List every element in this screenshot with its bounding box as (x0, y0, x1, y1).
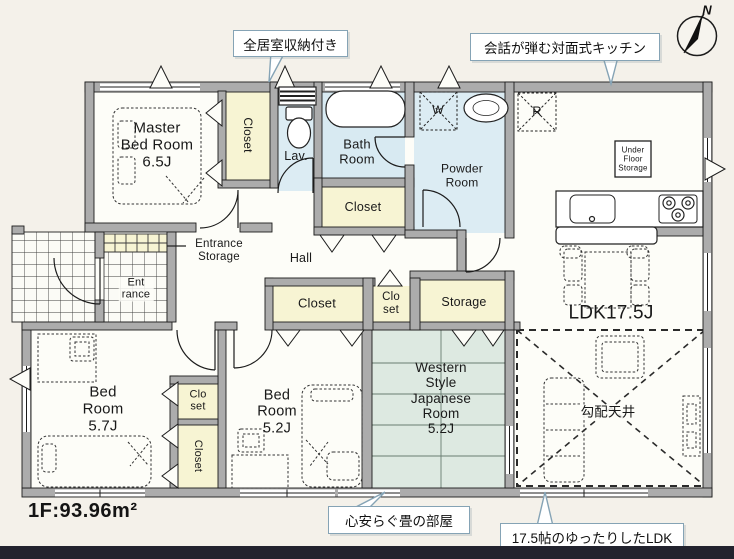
label-closet-mid-small: Clo set (382, 291, 400, 316)
master-bed (112, 107, 202, 205)
kitchen-island (555, 226, 658, 245)
tatami-grid (372, 330, 505, 488)
label-refrigerator: R (532, 103, 542, 119)
doors (53, 136, 501, 371)
callout-open-kitchen: 会話が弾む対面式キッチン (470, 33, 660, 61)
living-set (543, 335, 701, 483)
label-hall: Hall (289, 250, 313, 265)
label-bedroom-52: Bed Room 5.2J (257, 387, 297, 437)
compass-north-label: N (702, 2, 712, 18)
fixtures (278, 86, 704, 245)
washer-box (419, 91, 458, 131)
label-lavatory: Lav. (284, 148, 308, 163)
bathtub (325, 90, 406, 128)
appliances (419, 91, 557, 132)
refrigerator-box (517, 92, 557, 132)
label-bathroom: Bath Room (339, 136, 375, 166)
dining-set (563, 248, 650, 309)
furniture (37, 107, 701, 489)
compass-icon (676, 13, 718, 57)
label-ldk: LDK17.5J (568, 302, 654, 324)
label-sloped-ceiling: 勾配天井 (577, 404, 639, 420)
b57-desk (37, 333, 97, 383)
label-storage: Storage (441, 294, 487, 309)
callout-tails (268, 51, 619, 527)
callout-all-rooms-storage: 全居室収納付き (233, 30, 348, 57)
toilet (278, 86, 317, 149)
porch-tiles (11, 231, 96, 323)
label-entrance-storage: Entrance Storage (195, 238, 243, 263)
kitchen-counter (555, 190, 704, 245)
under-floor-storage-box (614, 140, 652, 178)
label-entrance: Ent rance (118, 276, 154, 302)
floor-area-label: 1F:93.96m² (28, 500, 138, 522)
powder-basin (463, 93, 509, 123)
vent-markers (8, 64, 727, 391)
label-washer: W (432, 103, 444, 118)
closet-door-markers (161, 98, 505, 489)
label-closet-hall: Closet (344, 199, 382, 214)
bottom-band (0, 546, 734, 559)
label-japanese-room: Western Style Japanese Room 5.2J (410, 359, 472, 436)
b52-bed (301, 384, 363, 488)
label-closet-57-upper: Clo set (189, 388, 207, 413)
label-master-bedroom: Master Bed Room 6.5J (120, 119, 194, 171)
callout-tatami-room: 心安らぐ畳の部屋 (328, 506, 470, 534)
label-powder-room: Powder Room (441, 161, 483, 189)
b57-bed (37, 435, 152, 488)
label-closet-master: Closet (240, 117, 255, 153)
label-under-floor-storage: Under Floor Storage (618, 145, 648, 173)
label-bedroom-57: Bed Room 5.7J (82, 383, 124, 435)
label-closet-57-lower: Closet (192, 439, 205, 473)
label-closet-mid: Closet (297, 295, 337, 311)
b52-desk (231, 454, 289, 489)
